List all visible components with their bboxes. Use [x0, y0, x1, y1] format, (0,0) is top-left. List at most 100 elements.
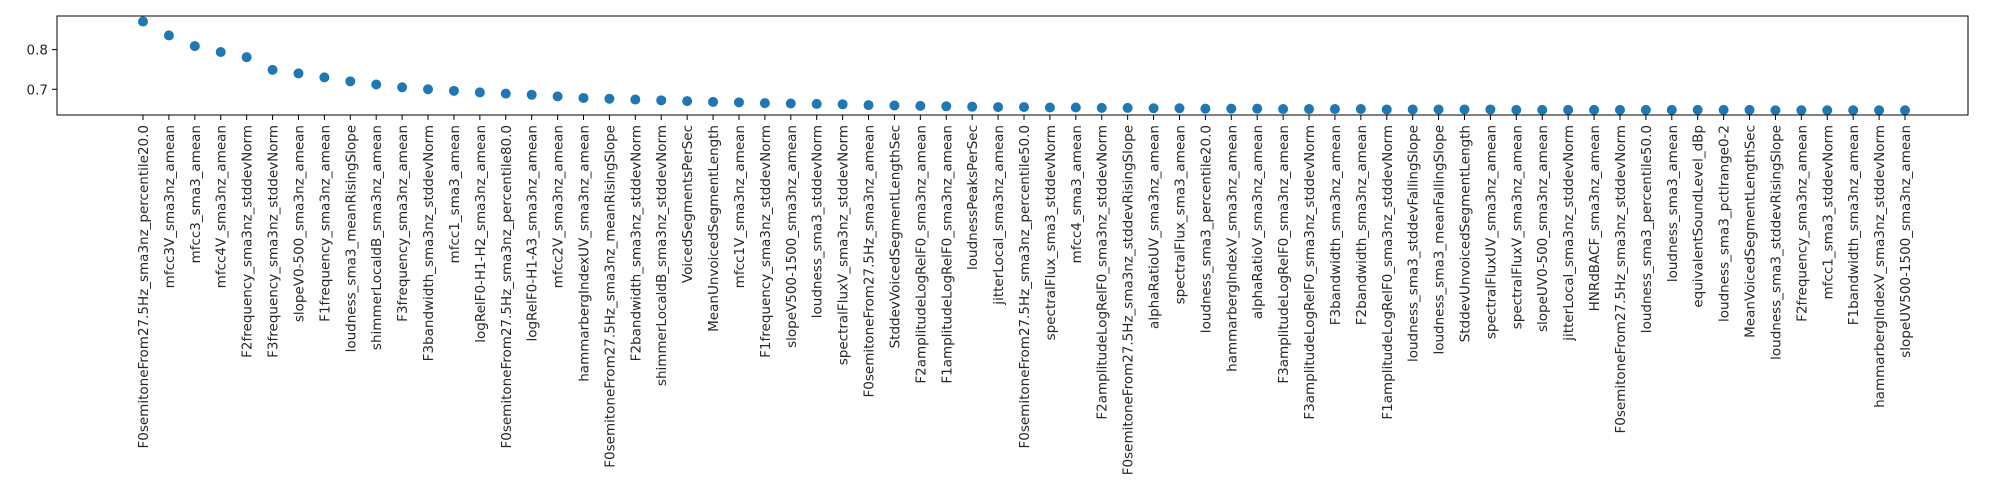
x-tick-label: loudness_sma3_stddevNorm [810, 125, 826, 318]
plot-frame [56, 15, 1969, 116]
data-point [1874, 105, 1885, 116]
x-tick-label: F3amplitudeLogRelF0_sma3nz_stddevNorm [1302, 125, 1318, 420]
data-point [371, 79, 382, 90]
data-point [630, 94, 641, 105]
data-point [552, 91, 563, 102]
x-tick-label: logRelF0-H1-A3_sma3nz_amean [525, 125, 541, 342]
x-tick-label: F2bandwidth_sma3nz_stddevNorm [628, 125, 644, 361]
x-tick-label: HNRdBACF_sma3nz_amean [1587, 125, 1603, 311]
data-point [448, 85, 459, 96]
x-tick-label: alphaRatioV_sma3nz_amean [1250, 125, 1266, 319]
x-tick-label: F1frequency_sma3nz_stddevNorm [758, 125, 774, 358]
data-point [733, 97, 744, 108]
y-tick-label: 0.7 [27, 82, 48, 98]
x-tick-label: logRelF0-H1-H2_sma3nz_amean [473, 125, 489, 343]
data-point [993, 102, 1004, 113]
x-tick-label: F0semitoneFrom27.5Hz_sma3nz_stddevRising… [1121, 125, 1137, 475]
x-tick-label: F0semitoneFrom27.5Hz_sma3nz_percentile50… [1017, 125, 1033, 449]
x-tick-label: spectralFluxUV_sma3nz_amean [1483, 125, 1499, 339]
data-point [423, 84, 434, 95]
data-point [1122, 102, 1133, 113]
x-tick-label: F2frequency_sma3nz_amean [1794, 125, 1810, 322]
x-tick-label: F1amplitudeLogRelF0_sma3nz_stddevNorm [1380, 125, 1396, 420]
data-point [656, 95, 667, 106]
x-tick-label: F2amplitudeLogRelF0_sma3nz_amean [913, 125, 929, 384]
x-tick-label: slopeUV0-500_sma3nz_amean [1535, 125, 1551, 332]
data-point [1407, 104, 1418, 115]
data-point [1019, 102, 1029, 113]
x-tick-label: hammarbergIndexV_sma3nz_amean [1224, 125, 1240, 372]
x-tick-label: loudness_sma3_percentile50.0 [1639, 125, 1655, 333]
x-tick-label: jitterLocal_sma3nz_stddevNorm [1561, 125, 1577, 342]
data-point [1900, 105, 1910, 116]
data-point [1537, 104, 1548, 115]
data-point [1044, 102, 1055, 113]
x-tick-label: mfcc1_sma3_stddevNorm [1820, 125, 1836, 299]
x-tick-label: F3bandwidth_sma3nz_amean [1328, 125, 1344, 325]
y-tick-label: 0.8 [27, 43, 48, 59]
data-point [1200, 103, 1211, 114]
x-tick-label: hammarbergIndexV_sma3nz_stddevNorm [1872, 125, 1888, 408]
data-point [1848, 105, 1859, 116]
data-point [811, 98, 822, 109]
data-point [526, 89, 537, 100]
data-points [138, 16, 1910, 116]
data-point [267, 64, 278, 75]
x-tick-label: MeanVoicedSegmentLengthSec [1743, 125, 1759, 338]
data-point [1329, 104, 1340, 115]
x-tick-label: mfcc1_sma3_amean [447, 125, 463, 263]
x-tick-label: mfcc4_sma3_amean [1069, 125, 1085, 263]
data-point [1640, 104, 1651, 115]
x-tick-label: loudness_sma3_stddevRisingSlope [1768, 125, 1784, 360]
x-tick-label: F3frequency_sma3nz_stddevNorm [266, 125, 282, 358]
data-point [1381, 104, 1392, 115]
data-point [1174, 103, 1185, 114]
data-point [163, 30, 174, 41]
data-point [863, 100, 874, 111]
x-tick-label: spectralFluxV_sma3nz_amean [1509, 125, 1525, 329]
data-point [1770, 105, 1781, 116]
data-point [1796, 105, 1807, 116]
data-point [1563, 104, 1574, 115]
data-point [1226, 103, 1237, 114]
data-point [241, 52, 252, 63]
x-tick-label: spectralFlux_sma3_amean [1172, 125, 1188, 304]
data-point [1096, 102, 1107, 113]
x-tick-label: loudness_sma3_percentile20.0 [1198, 125, 1214, 333]
data-point [1148, 103, 1159, 114]
x-tick-label: mfcc2V_sma3nz_amean [551, 125, 567, 288]
data-point [1070, 102, 1081, 113]
x-tick-label: jitterLocal_sma3nz_amean [991, 125, 1007, 306]
data-point [1459, 104, 1470, 115]
x-tick-label: mfcc4V_sma3nz_amean [214, 125, 230, 288]
data-point [500, 88, 511, 99]
data-point [1511, 104, 1522, 115]
x-tick-label: spectralFluxV_sma3nz_stddevNorm [836, 125, 852, 365]
data-point [889, 100, 900, 111]
data-point [708, 96, 719, 107]
x-tick-label: VoicedSegmentsPerSec [680, 125, 696, 283]
data-point [604, 93, 615, 104]
x-tick-label: spectralFlux_sma3_stddevNorm [1043, 125, 1059, 340]
x-tick-label: F0semitoneFrom27.5Hz_sma3nz_amean [862, 125, 878, 398]
x-tick-label: F2amplitudeLogRelF0_sma3nz_stddevNorm [1095, 125, 1111, 420]
x-tick-label: StddevVoicedSegmentLengthSec [887, 125, 903, 348]
x-tick-label: F0semitoneFrom27.5Hz_sma3nz_percentile20… [136, 125, 152, 449]
x-tick-label: hammarbergIndexUV_sma3nz_amean [577, 125, 593, 382]
data-point [1822, 105, 1833, 116]
data-point [1485, 104, 1496, 115]
data-point [1744, 104, 1755, 115]
x-tick-label: slopeUV500-1500_sma3nz_amean [1898, 125, 1914, 358]
data-point [293, 68, 304, 79]
x-tick-label: F2bandwidth_sma3nz_amean [1354, 125, 1370, 325]
data-point [759, 98, 770, 109]
x-tick-label: slopeV0-500_sma3nz_amean [291, 125, 307, 322]
x-tick-label: MeanUnvoicedSegmentLength [706, 125, 722, 332]
y-axis: 0.7 0.8 [27, 43, 57, 98]
data-point [1692, 104, 1703, 115]
x-tick-label: equivalentSoundLevel_dBp [1691, 125, 1707, 308]
x-tick-label: mfcc1V_sma3nz_amean [732, 125, 748, 288]
data-point [1718, 104, 1729, 115]
